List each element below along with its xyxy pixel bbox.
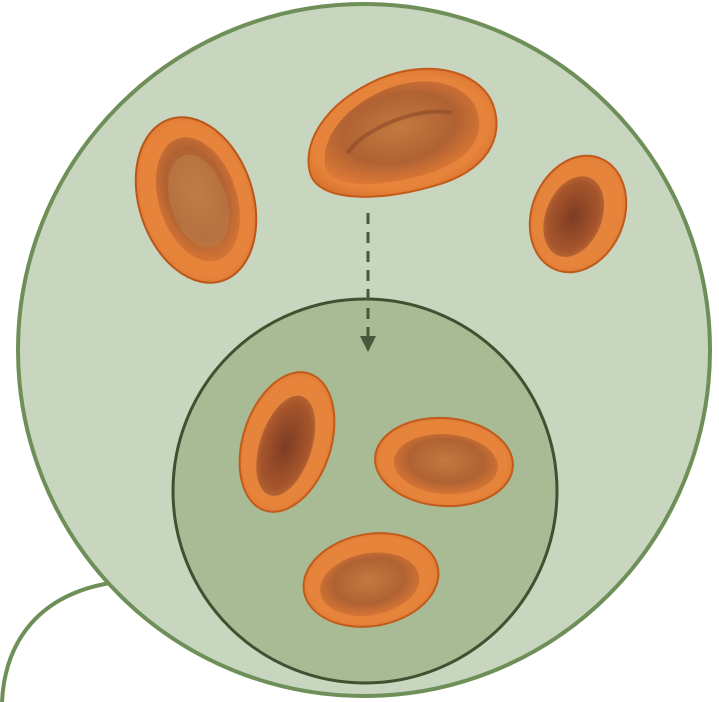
connector-curve [2,583,110,702]
